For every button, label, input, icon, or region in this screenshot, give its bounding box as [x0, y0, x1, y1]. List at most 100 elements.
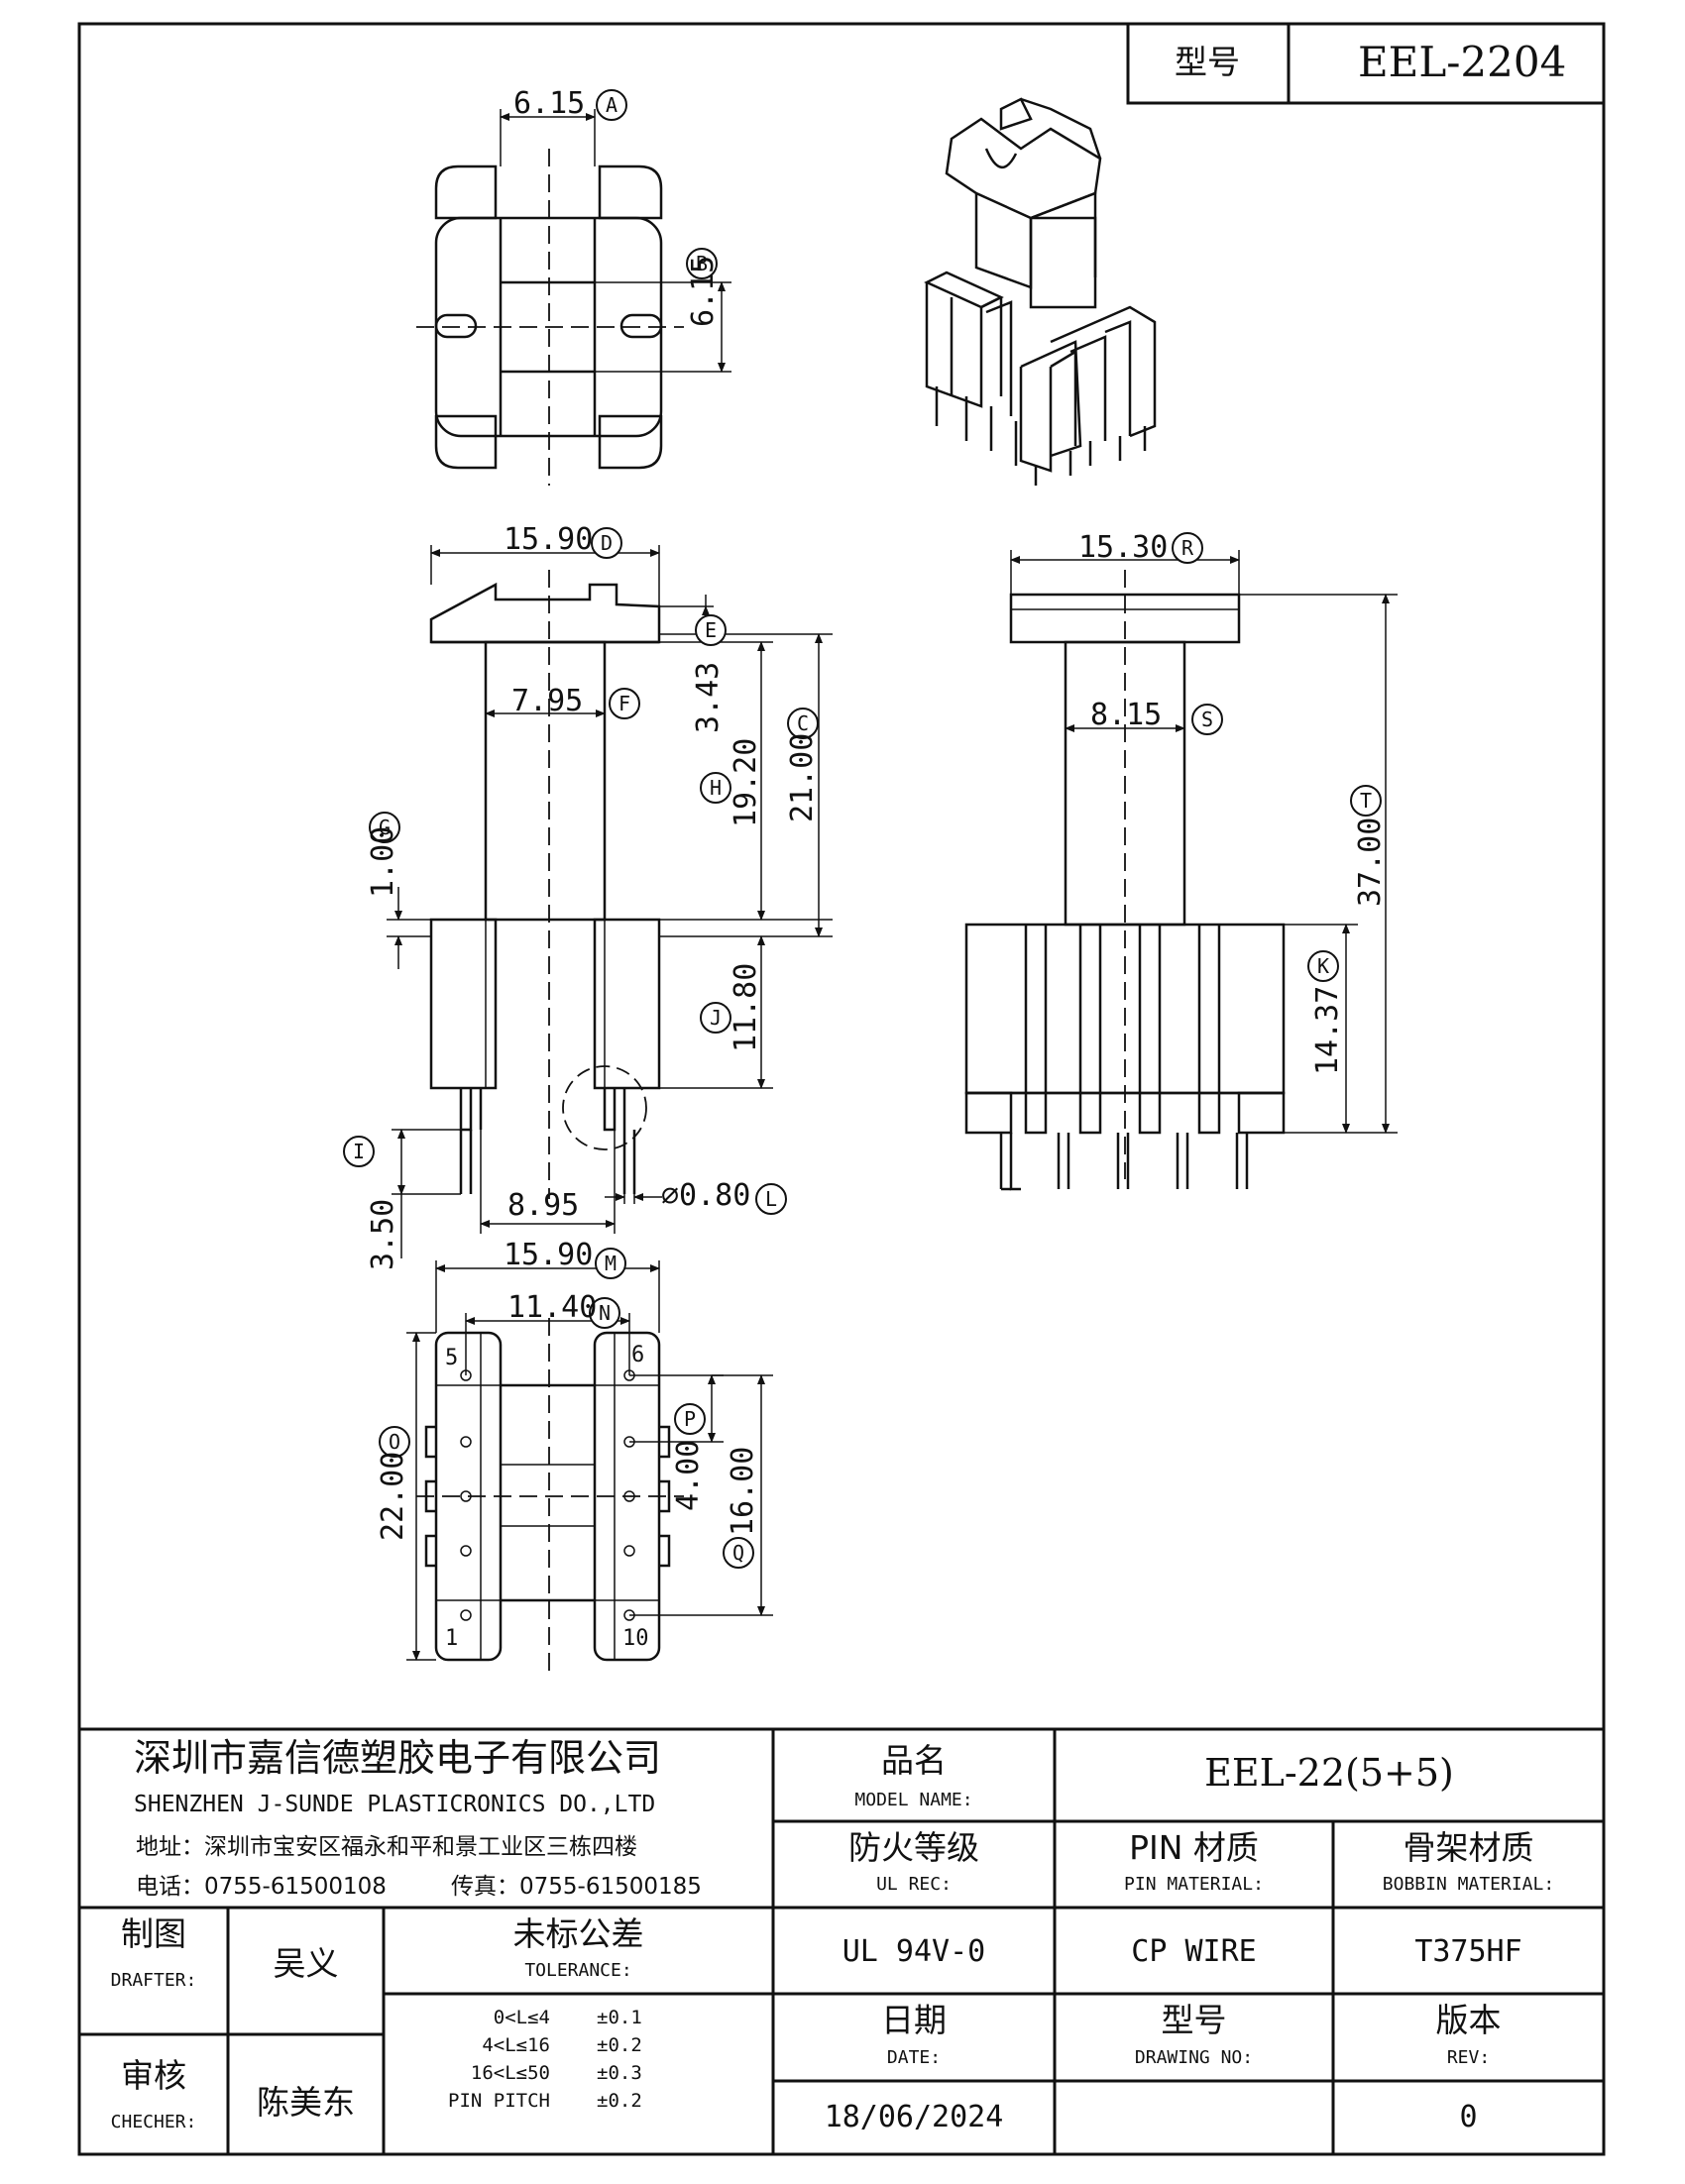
company-name-en: SHENZHEN J-SUNDE PLASTICRONICS DO.,LTD: [134, 1792, 656, 1817]
company-address: 地址：深圳市宝安区福永和平和景工业区三栋四楼: [136, 1834, 637, 1860]
svg-text:M: M: [605, 1252, 617, 1275]
dim-S-value: 8.15: [1090, 698, 1163, 732]
dim-N-value: 11.40: [507, 1290, 598, 1325]
model-label: 型号: [1175, 43, 1240, 81]
dim-label-Q: Q: [723, 1537, 754, 1569]
tolerance-value: ±0.3: [597, 2062, 642, 2084]
svg-text:I: I: [353, 1140, 365, 1163]
rev-value: 0: [1459, 2100, 1478, 2134]
date-label-en: DATE:: [886, 2047, 942, 2068]
dim-M-value: 15.90: [504, 1238, 594, 1272]
svg-text:H: H: [710, 776, 722, 800]
ul-label-cn: 防火等级: [848, 1828, 979, 1867]
svg-text:S: S: [1201, 708, 1213, 731]
svg-text:G: G: [379, 816, 391, 839]
tolerance-value: ±0.2: [597, 2034, 642, 2056]
dim-C-value: 21.00: [785, 732, 820, 822]
pin-number-10: 10: [622, 1626, 649, 1651]
ul-value: UL 94V-0: [842, 1934, 986, 1969]
tolerance-label-en: TOLERANCE:: [524, 1960, 632, 1981]
dim-label-L: L: [755, 1183, 787, 1215]
tolerance-range: 16<L≤50: [470, 2062, 550, 2084]
dim-P-value: 4.00: [671, 1439, 706, 1511]
tolerance-label-cn: 未标公差: [512, 1914, 644, 1953]
svg-text:E: E: [705, 618, 717, 642]
model-number: EEL-2204: [1358, 38, 1567, 86]
tolerance-range: 0<L≤4: [493, 2007, 550, 2028]
isometric-view: [924, 97, 1157, 486]
date-label-cn: 日期: [881, 2001, 947, 2039]
pin-material-label-cn: PIN 材质: [1129, 1828, 1259, 1867]
drawing-no-label-cn: 型号: [1161, 2001, 1227, 2039]
svg-text:A: A: [606, 93, 618, 117]
model-name-label-en: MODEL NAME:: [854, 1790, 973, 1810]
outer-border: [77, 22, 1606, 2156]
dim-label-C: C: [787, 708, 819, 739]
dim-J-value: 11.80: [729, 962, 763, 1052]
svg-text:T: T: [1360, 789, 1372, 813]
dim-label-S: S: [1191, 704, 1223, 735]
dim-label-F: F: [609, 688, 640, 719]
pin-material-label-en: PIN MATERIAL:: [1124, 1874, 1264, 1895]
dim-R-value: 15.30: [1078, 530, 1169, 565]
dim-F-value: 7.95: [511, 684, 584, 718]
model-name-value: EEL-22(5+5): [1204, 1751, 1454, 1795]
svg-text:R: R: [1181, 536, 1194, 560]
svg-text:N: N: [599, 1301, 611, 1325]
side-view: [964, 550, 1398, 1191]
bobbin-material-label-en: BOBBIN MATERIAL:: [1382, 1874, 1555, 1895]
dim-label-M: M: [595, 1248, 626, 1279]
tolerance-range: 4<L≤16: [482, 2034, 550, 2056]
dim-E-value: 3.43: [691, 661, 726, 733]
tolerance-value: ±0.2: [597, 2090, 642, 2112]
ul-label-en: UL REC:: [876, 1874, 952, 1895]
pin-number-5: 5: [445, 1346, 459, 1370]
pin-number-1: 1: [445, 1626, 459, 1651]
svg-text:Q: Q: [732, 1541, 744, 1565]
tolerance-range: PIN PITCH: [448, 2090, 550, 2112]
checker-name: 陈美东: [257, 2083, 355, 2122]
model-name-label-cn: 品名: [881, 1741, 947, 1780]
svg-text:O: O: [389, 1430, 400, 1454]
svg-text:L: L: [765, 1187, 777, 1211]
dim-A-value: 6.15: [513, 86, 586, 121]
svg-text:B: B: [696, 252, 708, 275]
dim-label-E: E: [695, 614, 727, 646]
header-box: [1126, 22, 1606, 105]
title-block-grid: [79, 1727, 1604, 2154]
bobbin-material-label-cn: 骨架材质: [1403, 1828, 1534, 1867]
dim-H-value: 19.20: [729, 737, 763, 827]
dim-bottom-span-value: 8.95: [507, 1188, 580, 1223]
dim-label-H: H: [700, 772, 731, 804]
svg-text:D: D: [601, 531, 613, 555]
dim-label-P: P: [674, 1403, 706, 1435]
dim-label-B: B: [686, 248, 718, 279]
svg-text:F: F: [618, 692, 630, 715]
dim-label-A: A: [596, 89, 627, 121]
company-phone: 电话：0755-61500108: [136, 1874, 387, 1900]
drafter-label-cn: 制图: [121, 1914, 186, 1953]
dim-B-value: 6.15: [686, 255, 721, 327]
pin-material-value: CP WIRE: [1131, 1934, 1257, 1969]
drawing-no-label-en: DRAWING NO:: [1134, 2047, 1254, 2068]
company-name-cn: 深圳市嘉信德塑胶电子有限公司: [134, 1736, 662, 1780]
dim-D-value: 15.90: [504, 522, 594, 557]
company-fax: 传真：0755-61500185: [451, 1874, 702, 1900]
checker-label-cn: 审核: [121, 2056, 186, 2095]
dim-L-value: ⌀0.80: [661, 1178, 751, 1213]
dim-label-G: G: [369, 812, 400, 843]
dim-label-N: N: [589, 1297, 620, 1329]
bottom-view: [406, 1260, 773, 1675]
rev-label-en: REV:: [1446, 2047, 1491, 2068]
pin-number-6: 6: [631, 1343, 645, 1367]
checker-label-en: CHECHER:: [110, 2112, 197, 2132]
dim-G-value: 1.00: [366, 825, 400, 898]
svg-text:C: C: [797, 711, 809, 735]
dim-K-value: 14.37: [1310, 985, 1345, 1075]
dim-O-value: 22.00: [376, 1451, 410, 1541]
dim-label-J: J: [700, 1002, 731, 1034]
svg-text:J: J: [710, 1006, 722, 1030]
dim-label-K: K: [1307, 950, 1339, 982]
dim-label-T: T: [1350, 785, 1382, 817]
